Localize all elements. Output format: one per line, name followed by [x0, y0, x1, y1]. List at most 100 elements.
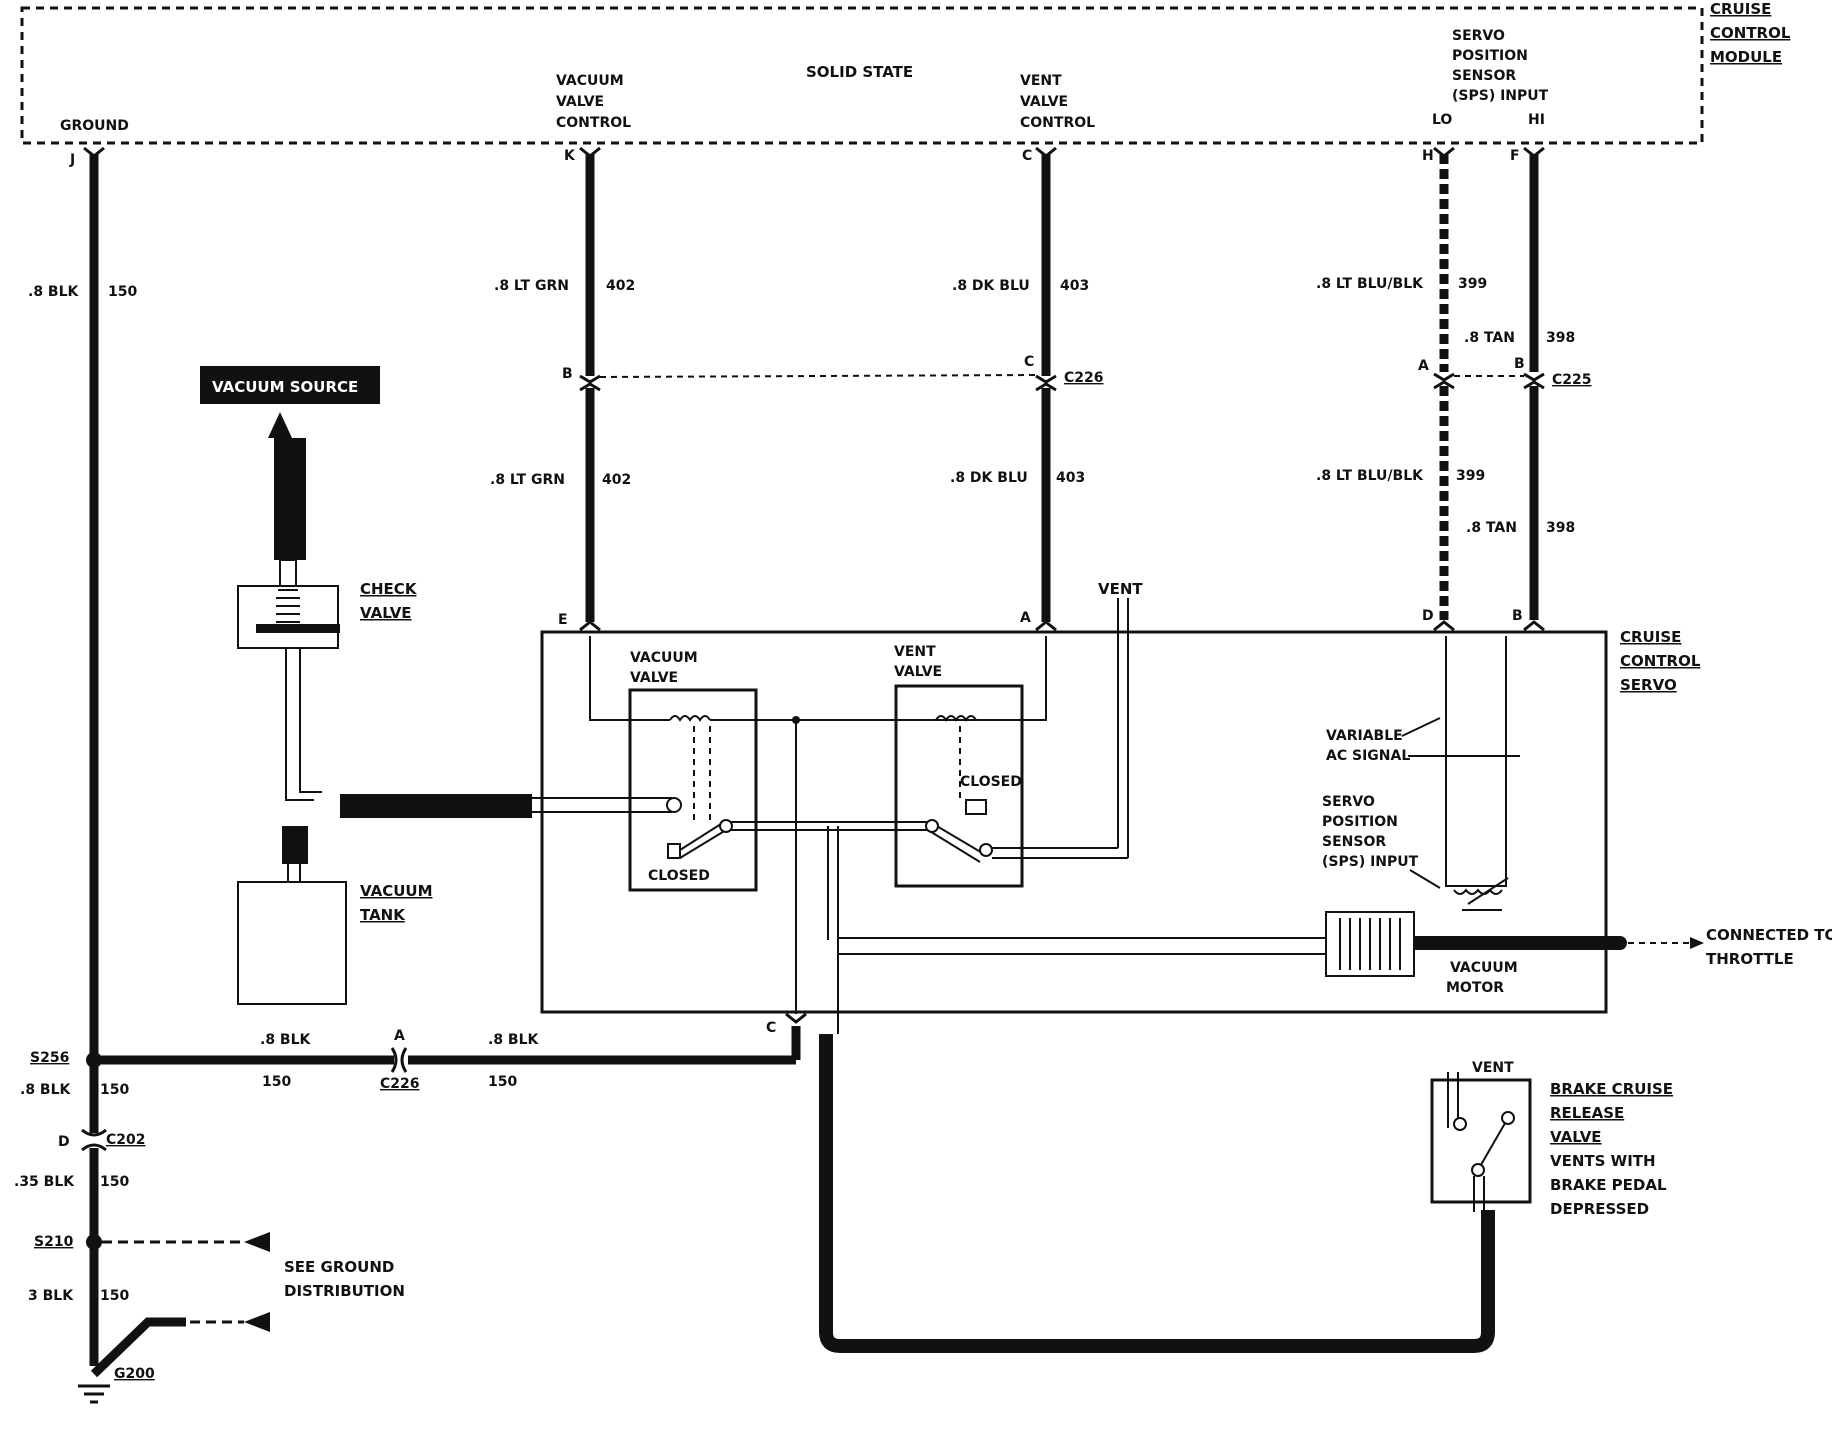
coil-common-line [710, 636, 1047, 721]
c202-pin-d: D [58, 1134, 70, 1150]
sps-lo-wire [1433, 146, 1455, 632]
sps-2: POSITION [1452, 48, 1528, 64]
brake-valve-line-4: VENTS WITH [1550, 1152, 1656, 1170]
c202-label: C202 [106, 1132, 146, 1148]
throttle-label-2: THROTTLE [1706, 950, 1794, 968]
hi-wire-color-2: .8 TAN [1466, 520, 1517, 536]
throttle-cable-end [1613, 936, 1627, 950]
vacuum-source-arrow [268, 412, 292, 438]
sps-hi-wire [1523, 146, 1545, 632]
module-title-1: CRUISE [1710, 0, 1771, 18]
c226-label-top: C226 [1064, 370, 1104, 386]
vacuum-tube-servo [532, 797, 672, 813]
lo-wire-circuit-1: 399 [1458, 276, 1487, 292]
lo-label: LO [1432, 112, 1452, 128]
s210-ground-arrow [244, 1232, 270, 1252]
pin-a-servo: A [1020, 610, 1031, 626]
vac-ctrl-1: VACUUM [556, 73, 624, 89]
variable-ac-1: VARIABLE [1326, 728, 1403, 744]
hi-label: HI [1528, 112, 1545, 128]
vacuum-tank [237, 881, 347, 1005]
throttle-label-1: CONNECTED TO [1706, 926, 1832, 944]
vac-wire-color-1: .8 LT GRN [494, 278, 569, 294]
vent-ctrl-1: VENT [1020, 73, 1062, 89]
pin-h: H [1422, 148, 1434, 164]
module-title-3: MODULE [1710, 48, 1782, 66]
valve-air-channel [679, 821, 985, 855]
servo-title-3: SERVO [1620, 676, 1677, 694]
branch-wire-color-1: .8 BLK [260, 1032, 312, 1048]
g200-label: G200 [114, 1366, 155, 1382]
see-ground-1: SEE GROUND [284, 1258, 394, 1276]
vac-valve-closed-label: CLOSED [648, 868, 710, 884]
vac-valve-pivot [719, 819, 733, 833]
lo-wire-color-2: .8 LT BLU/BLK [1316, 468, 1424, 484]
lo-wire-color-1: .8 LT BLU/BLK [1316, 276, 1424, 292]
vent-valve-pivot [925, 819, 939, 833]
vacuum-source-label: VACUUM SOURCE [212, 378, 358, 396]
tank-hose [282, 826, 308, 864]
vent-control-wire [1035, 146, 1057, 632]
vacuum-tank-label-2: TANK [360, 906, 406, 924]
check-valve-inlet [279, 559, 297, 587]
cruise-control-servo-box [540, 630, 1608, 1014]
vac-control-wire [579, 146, 601, 632]
check-valve-spring [276, 589, 300, 623]
servo-title-1: CRUISE [1620, 628, 1681, 646]
check-valve-label-1: CHECK [360, 580, 418, 598]
sps-sensor-core [1462, 877, 1509, 911]
vent-valve-coil [935, 715, 977, 722]
lower-wire-color-3: 3 BLK [28, 1288, 74, 1304]
sps-sensor-coil [1453, 888, 1503, 895]
vac-wire-color-2: .8 LT GRN [490, 472, 565, 488]
vent-valve-closed-stop [965, 799, 987, 815]
hi-wire-color-1: .8 TAN [1464, 330, 1515, 346]
vent-valve-label-1: VENT [894, 644, 936, 660]
vent-wire-color-2: .8 DK BLU [950, 470, 1028, 486]
brake-valve-line-5: BRAKE PEDAL [1550, 1176, 1667, 1194]
module-title-2: CONTROL [1710, 24, 1791, 42]
see-ground-2: DISTRIBUTION [284, 1282, 405, 1300]
ground-wire-circuit: 150 [108, 284, 137, 300]
splice-s210-label: S210 [34, 1234, 74, 1250]
servo-pin-c: C [766, 1020, 776, 1036]
vent-ctrl-3: CONTROL [1020, 115, 1095, 131]
vacuum-tank-label-1: VACUUM [360, 882, 433, 900]
splice-s256-label: S256 [30, 1050, 69, 1066]
brake-valve-lever [1477, 1117, 1509, 1171]
vacuum-passage-down [827, 826, 839, 1034]
tank-tube [287, 864, 301, 884]
brake-valve-vent-port [1453, 1117, 1467, 1131]
variable-ac-arrows [1401, 717, 1520, 757]
vent-outlet-label: VENT [1098, 580, 1143, 598]
branch-wire-color-2: .8 BLK [488, 1032, 540, 1048]
pin-b-servo: B [1512, 608, 1523, 624]
vent-wire-circuit-1: 403 [1060, 278, 1089, 294]
brake-valve-pivot [1501, 1111, 1515, 1125]
vac-wire-circuit-2: 402 [602, 472, 631, 488]
sps-servo-1: SERVO [1322, 794, 1375, 810]
vent-wire-color-1: .8 DK BLU [952, 278, 1030, 294]
cruise-control-module-box [20, 6, 1704, 145]
brake-valve-vent-label: VENT [1472, 1060, 1514, 1076]
pin-c-module: C [1022, 148, 1032, 164]
brake-valve-seat [1471, 1163, 1485, 1177]
brake-valve-vacuum-hose [819, 1034, 1495, 1353]
solid-state-label: SOLID STATE [806, 63, 913, 81]
brake-valve-line-2: RELEASE [1550, 1104, 1624, 1122]
sps-coil-leads [1445, 636, 1507, 887]
sps-1: SERVO [1452, 28, 1505, 44]
pin-b-c226: B [562, 366, 573, 382]
variable-ac-2: AC SIGNAL [1326, 748, 1410, 764]
vac-ctrl-2: VALVE [556, 94, 604, 110]
lower-wire-color-1: .8 BLK [20, 1082, 72, 1098]
c226-connector-dashline [599, 374, 1037, 378]
vac-ctrl-3: CONTROL [556, 115, 631, 131]
vacuum-valve-label-1: VACUUM [630, 650, 698, 666]
check-valve-label-2: VALVE [360, 604, 412, 622]
pin-k: K [564, 148, 576, 164]
vacuum-port [666, 797, 682, 813]
brake-valve-body [1430, 1078, 1532, 1204]
pin-a-c225: A [1418, 358, 1429, 374]
